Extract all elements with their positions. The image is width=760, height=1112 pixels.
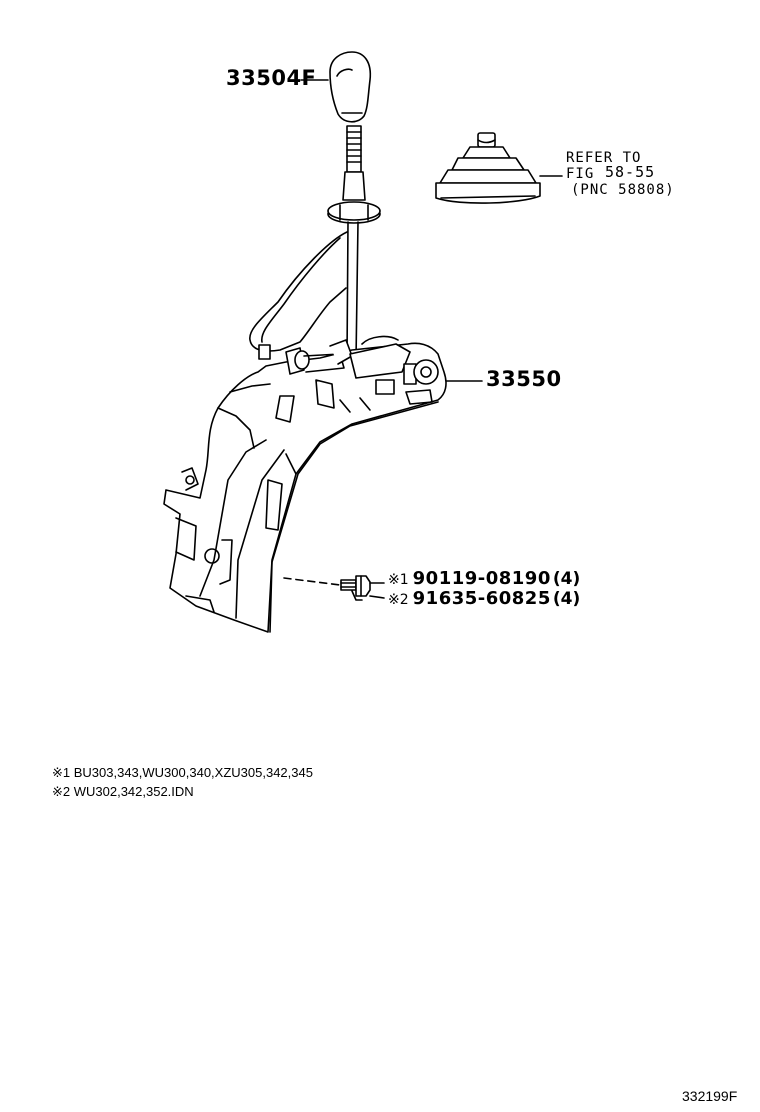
applicability-note-1: ※1 BU303,343,WU300,340,XZU305,342,345 (52, 765, 313, 780)
bolt-2-mark: ※2 (388, 592, 409, 608)
boot-reference-fig-number: 58-55 (605, 163, 656, 181)
bolt-illustration (340, 575, 385, 601)
shift-lever-assembly-illustration (163, 231, 447, 633)
boot-reference-pnc: (PNC 58808) (571, 182, 675, 198)
bolt-1-part-number: 90119-08190 (412, 568, 551, 589)
bolt-2-part-number: 91635-60825 (412, 588, 551, 609)
shift-assembly-part-number: 33550 (486, 367, 562, 391)
figure-number: 332199F (682, 1088, 738, 1104)
boot-reference-line-1: REFER TO (566, 150, 642, 166)
boot-reference-fig-label: FIG (566, 166, 595, 182)
shift-knob-illustration (327, 51, 381, 361)
bolt-1-mark: ※1 (388, 572, 409, 588)
shift-boot-illustration (435, 132, 541, 204)
knob-part-number: 33504F (226, 66, 317, 90)
bolt-2-quantity: (4) (552, 589, 581, 609)
applicability-note-2: ※2 WU302,342,352.IDN (52, 784, 194, 799)
bolt-1-quantity: (4) (552, 569, 581, 589)
